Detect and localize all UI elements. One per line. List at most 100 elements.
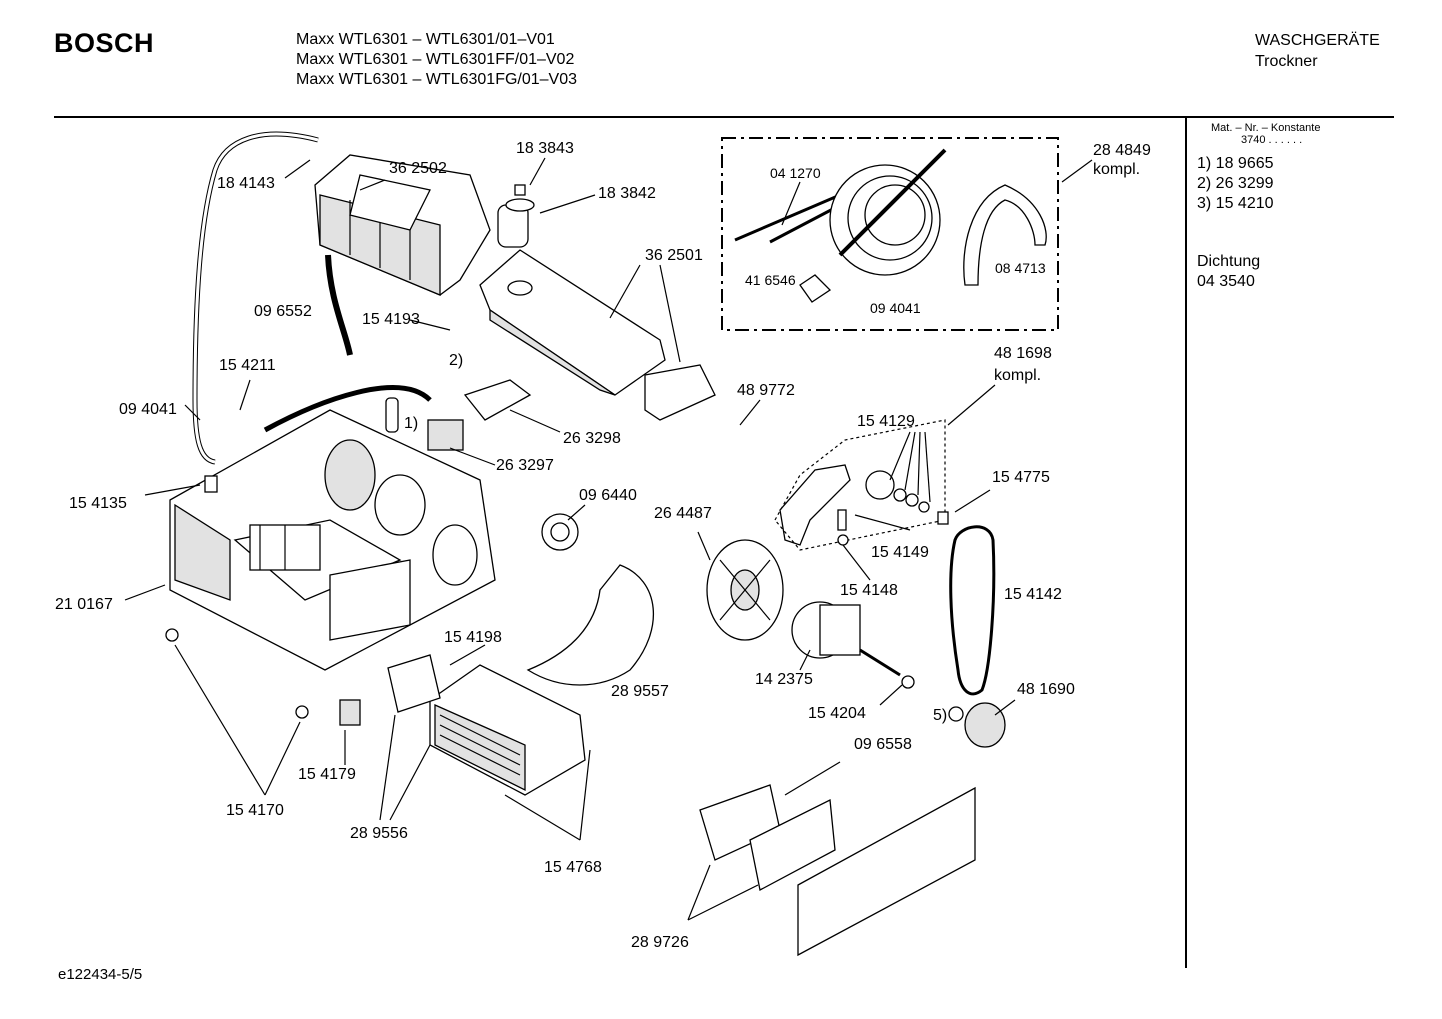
nut-drawing: [948, 706, 964, 722]
part-label: 09 6558: [854, 736, 912, 753]
part-label: 15 4170: [226, 802, 284, 819]
tube-drawing: [325, 254, 353, 356]
part-label: 18 3843: [516, 140, 574, 157]
kit-parts-drawing: [734, 148, 1047, 303]
note-item: 1) 18 9665: [1197, 155, 1274, 172]
mat-number-value: 3740 . . . . . .: [1241, 134, 1303, 146]
part-label: 15 4193: [362, 311, 420, 328]
base-frame-drawing: [169, 409, 496, 671]
part-label: 15 4179: [298, 766, 356, 783]
foot-drawing: [165, 628, 179, 642]
category-subtitle: Trockner: [1255, 53, 1318, 70]
belt-drawing: [949, 525, 996, 696]
part-label: kompl.: [1093, 161, 1141, 178]
sidebar-notes: Mat. – Nr. – Konstante 3740 . . . . . . …: [1197, 118, 1387, 292]
sidebar-divider: [1185, 118, 1187, 968]
float-drawing: [497, 184, 535, 248]
control-panel-drawing: [797, 786, 976, 957]
pulley-drawing: [865, 470, 895, 500]
part-label: 36 2501: [645, 247, 703, 264]
part-label: 15 4768: [544, 859, 602, 876]
exploded-diagram: [124, 131, 1093, 957]
drain-hose-drawing: [263, 385, 432, 433]
part-label: 15 4198: [444, 629, 502, 646]
document-id: e122434-5/5: [58, 966, 143, 983]
category-title: WASCHGERÄTE: [1255, 32, 1380, 49]
part-label: 15 4129: [857, 413, 915, 430]
part-label: 28 9556: [350, 825, 408, 842]
part-label: 18 3842: [598, 185, 656, 202]
part-label: kompl.: [994, 367, 1042, 384]
part-label: 15 4148: [840, 582, 898, 599]
model-line: Maxx WTL6301 – WTL6301FF/01–V02: [296, 51, 575, 68]
part-label: 28 4849: [1093, 142, 1151, 159]
part-label: 09 6440: [579, 487, 637, 504]
part-label: 21 0167: [55, 596, 113, 613]
seal-number: 04 3540: [1197, 273, 1255, 290]
part-label: 08 4713: [995, 260, 1046, 276]
part-label: 28 9557: [611, 683, 669, 700]
category-block: WASCHGERÄTE Trockner: [1255, 30, 1380, 72]
model-line: Maxx WTL6301 – WTL6301FG/01–V03: [296, 71, 578, 88]
tensioner-drawing: [779, 464, 851, 546]
note-marker: 2): [449, 352, 464, 369]
spring-drawing: [837, 509, 847, 531]
fluff-filter-drawing: [526, 564, 655, 686]
part-label: 48 1690: [1017, 681, 1075, 698]
bracket-drawing: [463, 379, 532, 421]
motor-pulley-drawing: [964, 702, 1006, 748]
part-label: 15 4135: [69, 495, 127, 512]
switch-drawing: [339, 699, 361, 726]
part-label: 18 4143: [217, 175, 275, 192]
leader-lines: [124, 157, 1093, 921]
part-label: 14 2375: [755, 671, 813, 688]
condenser-housing-drawing: [314, 154, 491, 296]
spring-hook-drawing: [837, 534, 849, 546]
part-label: 26 3297: [496, 457, 554, 474]
note-item: 3) 15 4210: [1197, 195, 1274, 212]
clip-drawing: [204, 475, 218, 493]
screw-drawing: [937, 511, 949, 525]
note-item: 2) 26 3299: [1197, 175, 1274, 192]
model-list: Maxx WTL6301 – WTL6301/01–V01 Maxx WTL63…: [296, 30, 577, 90]
gasket-drawing: [387, 654, 441, 713]
model-line: Maxx WTL6301 – WTL6301/01–V01: [296, 31, 555, 48]
mat-number-label: Mat. – Nr. – Konstante: [1211, 122, 1321, 134]
part-label: 26 4487: [654, 505, 712, 522]
part-label: 09 4041: [119, 401, 177, 418]
note-list: 1) 18 9665 2) 26 3299 3) 15 4210: [1197, 154, 1387, 214]
pump-drawing: [427, 419, 464, 451]
header-divider: [54, 116, 1394, 118]
washer-drawing: [893, 488, 907, 502]
part-label: 36 2502: [389, 160, 447, 177]
heat-exchanger-drawing: [429, 664, 586, 796]
part-label: 48 1698: [994, 345, 1052, 362]
part-label: 09 4041: [870, 300, 921, 316]
part-label: 15 4211: [219, 357, 276, 374]
hose-drawing: [193, 132, 319, 464]
note-marker: 5): [933, 707, 948, 724]
brand-logo: BOSCH: [54, 28, 155, 58]
motor-drawing: [791, 601, 915, 689]
part-label: 26 3298: [563, 430, 621, 447]
part-label: 48 9772: [737, 382, 795, 399]
part-label: 15 4775: [992, 469, 1050, 486]
part-label: 04 1270: [770, 165, 821, 181]
water-container-drawing: [479, 249, 716, 421]
kit-box: [721, 137, 1059, 331]
seal-label: Dichtung: [1197, 253, 1261, 270]
washer-drawing: [905, 493, 919, 507]
fan-wheel-drawing: [706, 539, 784, 641]
washer-drawing: [918, 501, 930, 513]
seal-note: Dichtung 04 3540: [1197, 252, 1387, 292]
note-marker: 1): [404, 415, 419, 432]
tensioner-kit-outline: [774, 419, 946, 551]
part-label: 15 4142: [1004, 586, 1062, 603]
capacitor-drawing: [385, 397, 399, 433]
door-frame-drawing: [749, 798, 836, 891]
part-label: 15 4149: [871, 544, 929, 561]
seal-ring-drawing: [550, 522, 570, 542]
part-label: 15 4204: [808, 705, 866, 722]
part-label: 28 9726: [631, 934, 689, 951]
part-label: 41 6546: [745, 272, 796, 288]
